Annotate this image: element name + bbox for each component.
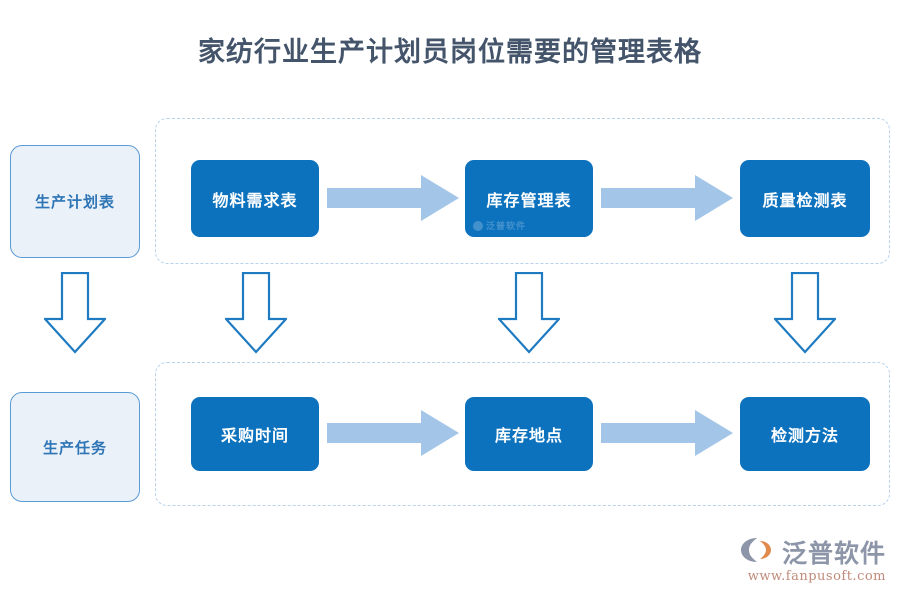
page-title: 家纺行业生产计划员岗位需要的管理表格 bbox=[198, 37, 702, 68]
arrow-down-column-1 bbox=[225, 272, 287, 354]
brand-row: 泛普软件 bbox=[740, 534, 886, 570]
process-box-material-requirement-label: 物料需求表 bbox=[212, 190, 298, 210]
brand-url: www.fanpusoft.com bbox=[747, 569, 886, 584]
brand-logo: 泛普软件 www.fanpusoft.com bbox=[740, 534, 886, 584]
process-box-inspection-method[interactable]: 检测方法 bbox=[740, 397, 870, 471]
inline-watermark: 泛普软件 bbox=[473, 219, 526, 232]
watermark-logo-icon bbox=[473, 220, 483, 231]
process-box-inventory-management[interactable]: 库存管理表 泛普软件 bbox=[465, 160, 593, 237]
arrow-down-stage bbox=[44, 272, 106, 354]
process-box-inventory-location-label: 库存地点 bbox=[494, 426, 563, 445]
process-box-purchase-time[interactable]: 采购时间 bbox=[191, 397, 319, 471]
brand-name: 泛普软件 bbox=[781, 539, 886, 568]
arrow-right-bottom-1 bbox=[327, 410, 459, 456]
stage-box-production-task[interactable]: 生产任务 bbox=[10, 392, 140, 502]
process-box-inspection-method-label: 检测方法 bbox=[770, 426, 839, 445]
dashed-group-bottom-row bbox=[155, 362, 890, 506]
fanpu-logo-icon bbox=[740, 536, 776, 568]
process-box-material-requirement[interactable]: 物料需求表 bbox=[191, 160, 319, 237]
stage-box-production-plan-label: 生产计划表 bbox=[34, 193, 115, 211]
stage-box-production-plan[interactable]: 生产计划表 bbox=[10, 145, 140, 258]
process-box-inventory-management-label: 库存管理表 bbox=[486, 190, 572, 210]
arrow-right-top-2 bbox=[601, 175, 733, 221]
process-box-inventory-location[interactable]: 库存地点 bbox=[465, 397, 593, 471]
process-box-quality-inspection[interactable]: 质量检测表 bbox=[740, 160, 870, 237]
process-box-purchase-time-label: 采购时间 bbox=[220, 426, 289, 445]
arrow-down-column-3 bbox=[774, 272, 836, 354]
dashed-group-top-row bbox=[155, 118, 890, 264]
watermark-text: 泛普软件 bbox=[486, 222, 527, 232]
process-box-quality-inspection-label: 质量检测表 bbox=[762, 190, 848, 210]
arrow-right-bottom-2 bbox=[601, 410, 733, 456]
stage-box-production-task-label: 生产任务 bbox=[42, 438, 107, 457]
arrow-right-top-1 bbox=[327, 175, 459, 221]
arrow-down-column-2 bbox=[498, 272, 560, 354]
